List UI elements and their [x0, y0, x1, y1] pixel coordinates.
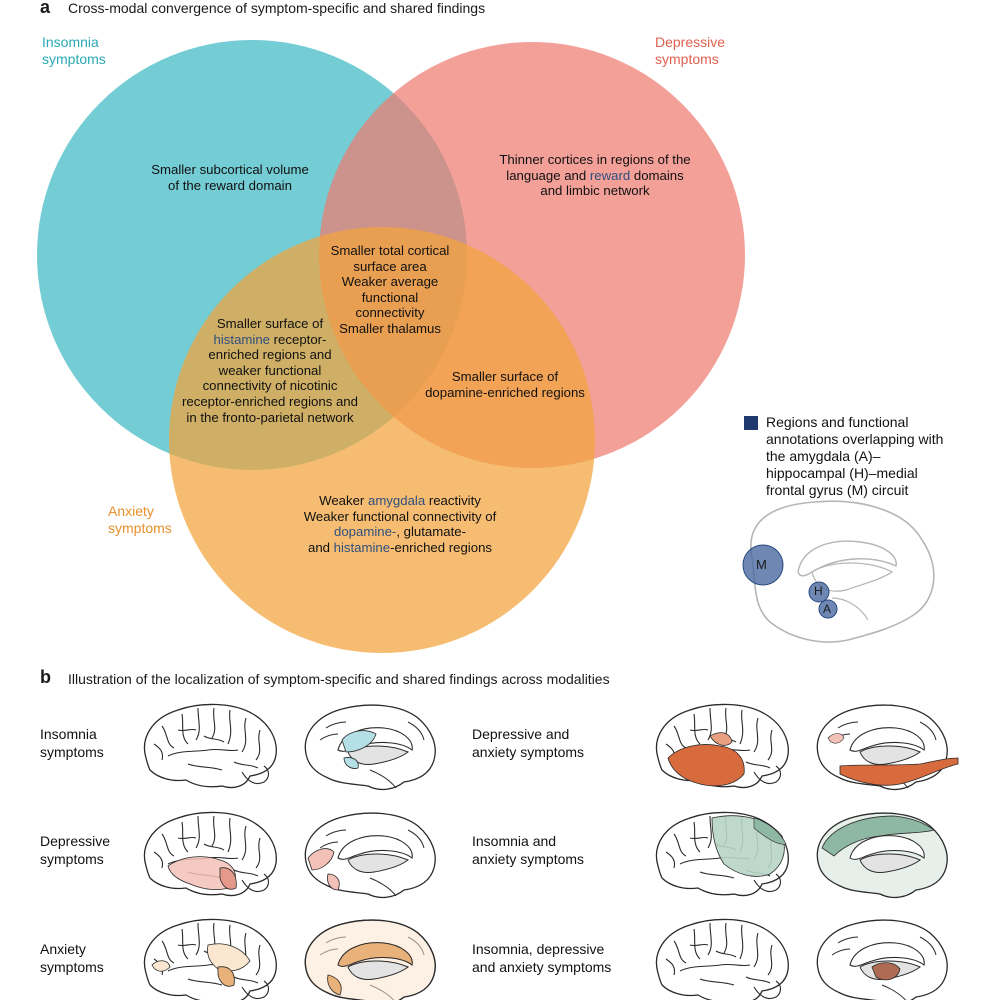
- brain-anxiety-lateral: [143, 918, 277, 1000]
- amygdala-highlight: amygdala: [367, 493, 426, 508]
- brain-all-medial: [816, 919, 948, 1000]
- insomnia-set-label: Insomnia symptoms: [42, 34, 106, 67]
- insomnia-anxiety-text: Smaller surface of histamine receptor- e…: [182, 316, 358, 425]
- brain-depressive-lateral: [143, 811, 277, 897]
- insomnia-only-text: Smaller subcortical volume of the reward…: [151, 162, 309, 193]
- panel-b-title: Illustration of the localization of symp…: [68, 671, 610, 687]
- brain-insomnia-medial: [304, 704, 436, 791]
- marker-A-label: A: [823, 602, 832, 616]
- reward-highlight: reward: [589, 167, 631, 183]
- brain-ins-anx-lateral: [655, 811, 789, 897]
- panel-b-letter: b: [40, 667, 51, 687]
- brain-ins-anx-medial: [816, 812, 948, 899]
- legend-text: Regions and functional annotations overl…: [766, 414, 944, 498]
- brain-depressive-medial: [304, 812, 436, 899]
- marker-M: [742, 544, 784, 586]
- brain-insomnia-lateral: [143, 703, 277, 789]
- panel-a-title: Cross-modal convergence of symptom-speci…: [68, 0, 486, 16]
- anxiety-set-label: Anxiety symptoms: [108, 503, 172, 536]
- brain-all-lateral: [655, 918, 789, 1000]
- depressive-anxiety-text: Smaller surface of dopamine-enriched reg…: [425, 369, 585, 400]
- anxiety-circle: [169, 227, 595, 653]
- marker-M-label: M: [756, 557, 767, 572]
- panel-a-letter: a: [40, 0, 51, 17]
- depressive-only-text: Thinner cortices in regions of the langu…: [499, 152, 691, 199]
- legend-swatch: [744, 416, 758, 430]
- anxiety-only-text: Weaker amygdala reactivity Weaker functi…: [303, 493, 497, 555]
- all-three-text: Smaller total cortical surface area Weak…: [330, 243, 450, 336]
- histamine-highlight-2: histamine: [333, 539, 391, 555]
- brain-dep-anx-lateral: [655, 703, 789, 789]
- brain-anxiety-medial: [304, 919, 436, 1000]
- brain-dep-anx-medial: [816, 704, 959, 791]
- marker-H-label: H: [814, 584, 823, 598]
- marker-A: [818, 599, 838, 619]
- dopamine-highlight: dopamine-: [334, 524, 397, 540]
- marker-H: [808, 581, 830, 603]
- histamine-highlight: histamine: [213, 331, 270, 347]
- depressive-set-label: Depressive symptoms: [655, 34, 726, 67]
